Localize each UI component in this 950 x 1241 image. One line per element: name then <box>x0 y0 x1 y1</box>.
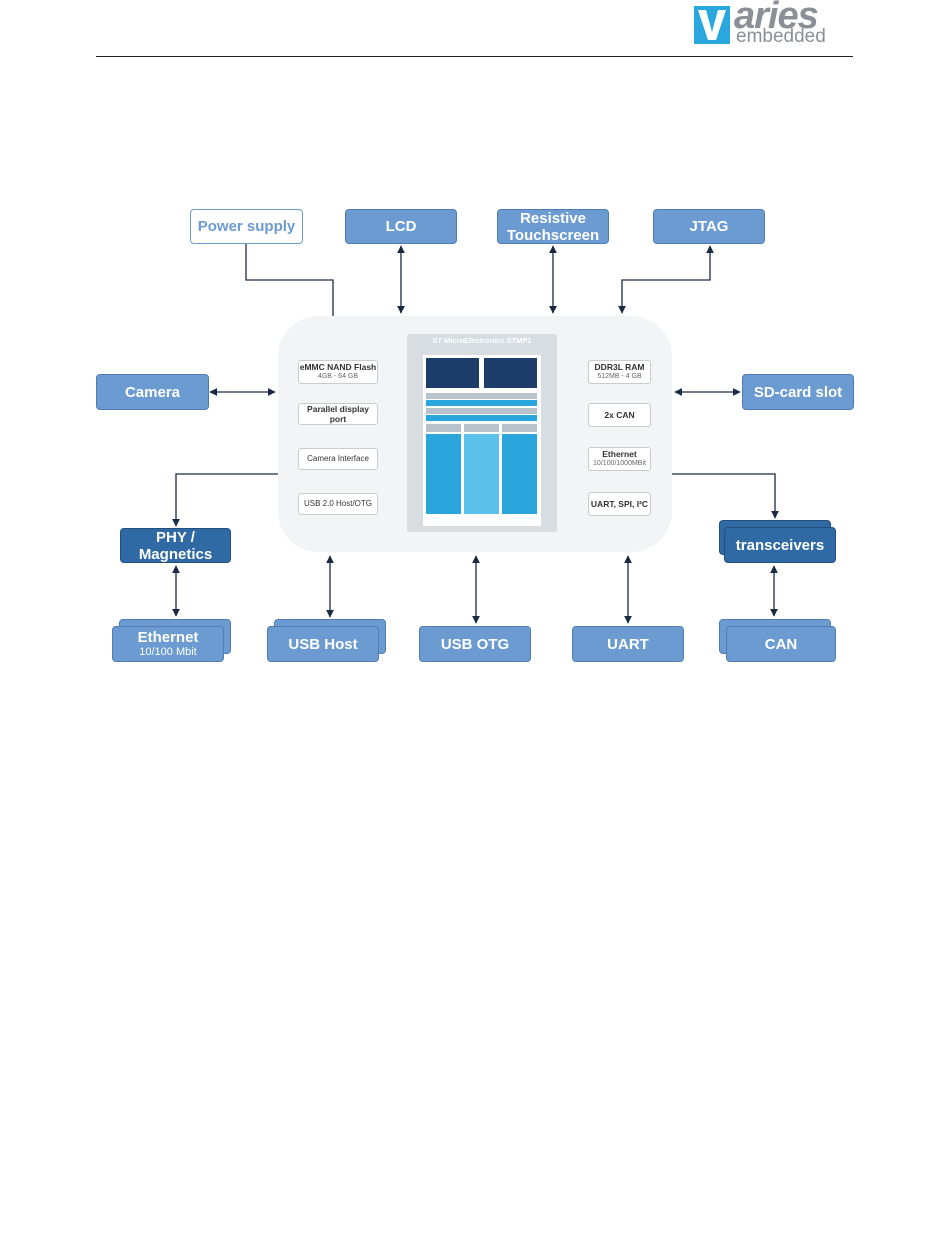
usb-host-otg-block: USB 2.0 Host/OTG <box>298 493 378 515</box>
can-box: CAN <box>726 626 836 662</box>
jtag-label: JTAG <box>689 218 729 235</box>
emmc-label: eMMC NAND Flash <box>299 362 377 372</box>
touchscreen-label-line2: Touchscreen <box>506 226 600 244</box>
chip-title: ST MicroElectronics STMP1 <box>432 336 532 345</box>
usb-otg-box: USB OTG <box>419 626 531 662</box>
transceivers-box: transceivers <box>724 527 836 563</box>
chip-col-c <box>502 434 537 514</box>
parallel-display-block: Parallel display port <box>298 403 378 425</box>
ddr-label: DDR3L RAM <box>594 362 645 372</box>
ddr3l-ram-block: DDR3L RAM 512MB - 4 GB <box>588 360 651 384</box>
can-label: CAN <box>764 635 798 653</box>
emmc-block: eMMC NAND Flash 4GB - 64 GB <box>298 360 378 384</box>
usb-host-otg-label: USB 2.0 Host/OTG <box>303 499 373 508</box>
chip-col-gray-c <box>502 424 537 432</box>
ethernet-label: Ethernet <box>137 629 199 646</box>
jtag-box: JTAG <box>653 209 765 244</box>
emmc-size: 4GB - 64 GB <box>317 373 359 380</box>
chip-col-a <box>426 434 461 514</box>
phy-magnetics-box: PHY / Magnetics <box>120 528 231 563</box>
ethernet-interface-label: Ethernet <box>602 449 637 459</box>
logo-brand-text: aries <box>734 0 819 37</box>
camera-interface-label: Camera Interface <box>307 454 369 463</box>
chip-row-blue-2 <box>426 415 537 421</box>
phy-label-line2: Magnetics <box>138 545 213 563</box>
uart-box: UART <box>572 626 684 662</box>
power-supply-label: Power supply <box>197 218 296 235</box>
chip-col-gray-a <box>426 424 461 432</box>
camera-interface-block: Camera Interface <box>298 448 378 470</box>
power-supply-box: Power supply <box>190 209 303 244</box>
chip-col-b <box>464 434 499 514</box>
usb-host-label: USB Host <box>288 635 358 653</box>
camera-box: Camera <box>96 374 209 410</box>
ethernet-block: Ethernet 10/100/1000MBit <box>588 447 651 471</box>
aries-embedded-logo: aries embedded <box>694 0 858 48</box>
camera-label: Camera <box>124 383 181 401</box>
ethernet-speed: 10/100 Mbit <box>139 646 197 658</box>
uart-label: UART <box>607 635 649 653</box>
chip-core-a7 <box>426 358 479 388</box>
lcd-label: LCD <box>385 218 417 235</box>
chip-core-m4 <box>484 358 537 388</box>
lcd-box: LCD <box>345 209 457 244</box>
ethernet-box: Ethernet 10/100 Mbit <box>112 626 224 662</box>
serial-block: UART, SPI, I²C <box>588 492 651 516</box>
phy-label-line1: PHY / <box>156 528 195 546</box>
transceivers-label: transceivers <box>735 536 825 554</box>
aries-logo-mark-icon <box>694 6 730 44</box>
logo-sub-text: embedded <box>736 26 826 47</box>
can-interface-label: 2x CAN <box>604 410 635 420</box>
serial-label: UART, SPI, I²C <box>590 499 649 509</box>
touchscreen-box: Resistive Touchscreen <box>497 209 609 244</box>
parallel-display-label: Parallel display port <box>307 404 369 424</box>
ddr-size: 512MB - 4 GB <box>597 373 642 380</box>
can-block: 2x CAN <box>588 403 651 427</box>
header-rule <box>96 56 853 57</box>
chip-row-blue-1 <box>426 400 537 406</box>
touchscreen-label-line1: Resistive <box>520 209 586 227</box>
sd-card-label: SD-card slot <box>753 383 843 401</box>
usb-otg-label: USB OTG <box>440 635 510 653</box>
chip-row-gray-1 <box>426 393 537 399</box>
chip-row-gray-2 <box>426 408 537 414</box>
sd-card-slot-box: SD-card slot <box>742 374 854 410</box>
usb-host-box: USB Host <box>267 626 379 662</box>
ethernet-interface-speed: 10/100/1000MBit <box>593 460 646 467</box>
chip-col-gray-b <box>464 424 499 432</box>
